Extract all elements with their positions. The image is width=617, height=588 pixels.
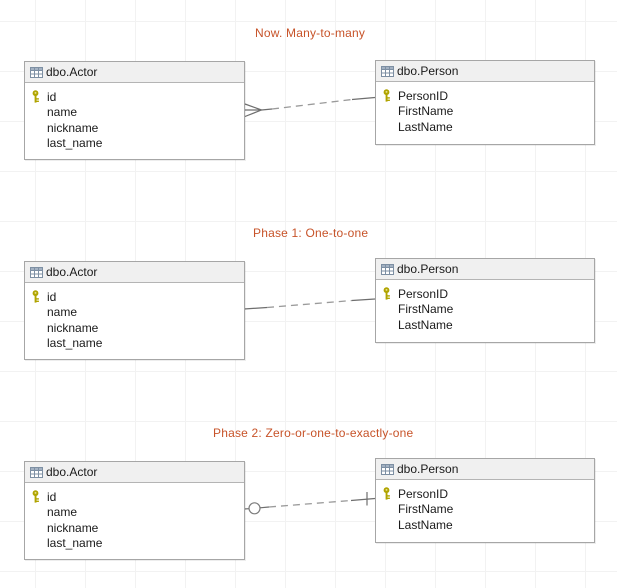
column-row[interactable]: last_name [25,336,244,352]
column-name: name [47,305,78,320]
key-icon [383,89,390,102]
column-name: FirstName [398,502,454,517]
connector-solid-left [261,108,273,111]
table-title: dbo.Actor [46,265,98,279]
column-row[interactable]: last_name [25,536,244,552]
column-name: id [47,489,57,504]
table-grid-icon [30,466,43,478]
table-header[interactable]: dbo.Person [376,459,594,480]
zero-or-one-circle-icon [248,502,261,515]
table-dbo-person[interactable]: dbo.Person PersonID FirstName LastName [375,458,595,543]
column-row[interactable]: name [25,105,244,121]
column-row[interactable]: PersonID [376,88,594,104]
relationship-zero-or-one-to-exactly-one[interactable] [243,492,376,515]
column-name: FirstName [398,302,454,317]
column-name: PersonID [398,486,449,501]
column-row[interactable]: id [25,289,244,305]
table-title: dbo.Actor [46,65,98,79]
relationship-one-to-one[interactable] [243,298,376,310]
column-row[interactable]: id [25,89,244,105]
column-row[interactable]: id [25,489,244,505]
column-name: last_name [47,136,103,151]
column-row[interactable]: LastName [376,119,594,135]
crows-foot-many-icon [244,103,262,118]
table-grid-icon [30,66,43,78]
table-dbo-actor[interactable]: dbo.Actor id name nickname last_name [24,261,245,360]
column-name: last_name [47,336,103,351]
column-row[interactable]: name [25,505,244,521]
connector-dashed-middle [268,499,352,508]
connector-solid-right [350,497,376,502]
connector-solid-right [351,96,376,101]
section-title-now: Now. Many-to-many [255,26,366,40]
column-row[interactable]: last_name [25,136,244,152]
key-icon [383,487,390,500]
table-dbo-person[interactable]: dbo.Person PersonID FirstName LastName [375,60,595,145]
table-header[interactable]: dbo.Person [376,61,594,82]
column-name: id [47,89,57,104]
table-title: dbo.Person [397,262,459,276]
column-row[interactable]: LastName [376,317,594,333]
column-row[interactable]: nickname [25,320,244,336]
column-row[interactable]: nickname [25,520,244,536]
key-icon [32,490,39,503]
column-row[interactable]: PersonID [376,486,594,502]
key-icon [32,90,39,103]
column-name: id [47,289,57,304]
column-name: name [47,505,78,520]
relationship-many-to-many[interactable] [244,96,376,118]
column-name: name [47,105,78,120]
column-name: LastName [398,317,453,332]
column-name: nickname [47,120,99,135]
column-row[interactable]: LastName [376,517,594,533]
connector-dashed-middle [271,98,353,110]
column-row[interactable]: nickname [25,120,244,136]
column-name: PersonID [398,88,449,103]
table-dbo-person[interactable]: dbo.Person PersonID FirstName LastName [375,258,595,343]
table-grid-icon [381,463,394,475]
key-icon [383,287,390,300]
table-grid-icon [30,266,43,278]
column-row[interactable]: PersonID [376,286,594,302]
column-name: LastName [398,119,453,134]
section-title-phase1: Phase 1: One-to-one [253,226,369,240]
table-grid-icon [381,65,394,77]
column-name: PersonID [398,286,449,301]
column-row[interactable]: FirstName [376,104,594,120]
column-row[interactable]: name [25,305,244,321]
table-title: dbo.Actor [46,465,98,479]
connector-dashed-middle [266,299,353,309]
key-icon [32,290,39,303]
column-name: nickname [47,320,99,335]
connector-solid-left [259,506,270,509]
table-header[interactable]: dbo.Person [376,259,594,280]
table-title: dbo.Person [397,64,459,78]
table-title: dbo.Person [397,462,459,476]
table-grid-icon [381,263,394,275]
column-name: nickname [47,520,99,535]
table-header[interactable]: dbo.Actor [25,262,244,283]
column-name: FirstName [398,104,454,119]
connector-solid-left [243,306,268,310]
column-row[interactable]: FirstName [376,302,594,318]
table-header[interactable]: dbo.Actor [25,462,244,483]
section-title-phase2: Phase 2: Zero-or-one-to-exactly-one [213,426,414,440]
column-name: LastName [398,517,453,532]
column-name: last_name [47,536,103,551]
table-dbo-actor[interactable]: dbo.Actor id name nickname last_name [24,461,245,560]
table-header[interactable]: dbo.Actor [25,62,244,83]
column-row[interactable]: FirstName [376,502,594,518]
table-dbo-actor[interactable]: dbo.Actor id name nickname last_name [24,61,245,160]
connector-solid-right [351,298,376,302]
